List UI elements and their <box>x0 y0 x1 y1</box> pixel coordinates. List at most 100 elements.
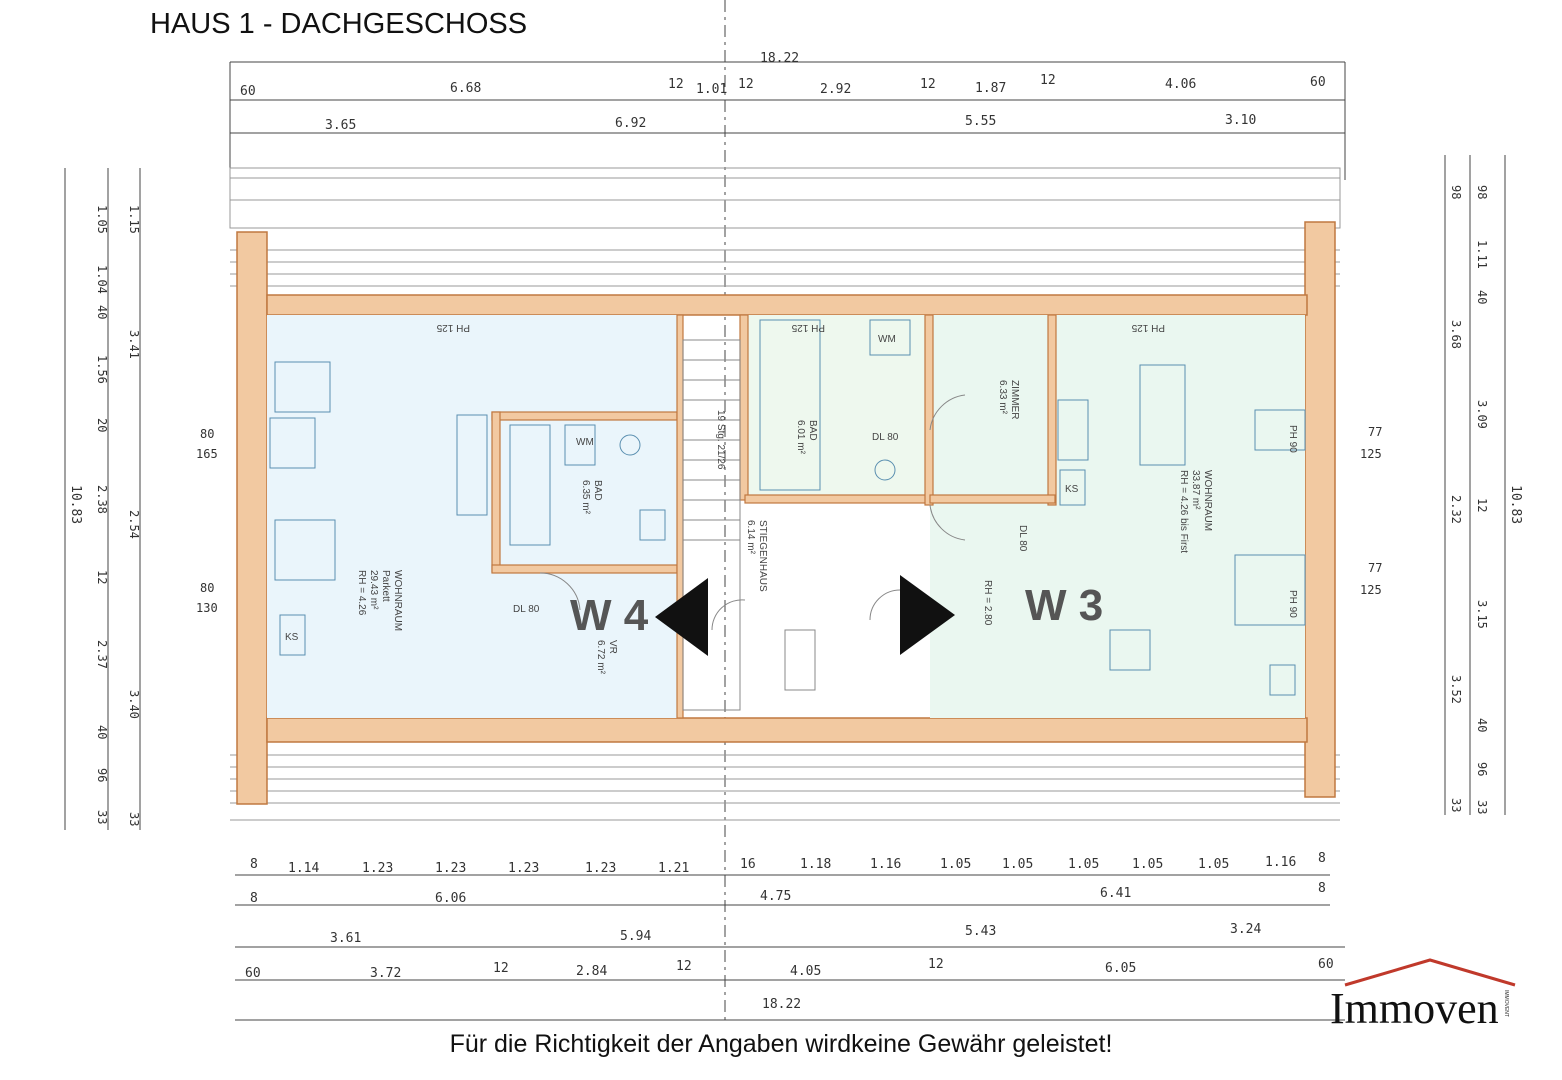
room-w4-wohnraum: WOHNRAUM <box>392 570 403 631</box>
label-stairs: 19 Stg. 21/26 <box>715 410 726 470</box>
room-w4-vr: VR <box>607 640 618 654</box>
dimension-chain-bottom <box>235 874 1345 1021</box>
label-ks-2: KS <box>1065 484 1079 495</box>
unit-w3-label: W 3 <box>1025 581 1103 630</box>
dim-left-i0: 1.05 <box>95 205 109 234</box>
dim-bot-r2-4: 8 <box>1318 881 1326 896</box>
dim-left-i8: 40 <box>95 725 109 739</box>
dim-bot-r2-3: 6.41 <box>1100 886 1131 901</box>
label-dl-2: DL 80 <box>872 432 899 443</box>
dim-bot-r1-16: 8 <box>1318 851 1326 866</box>
dim-left-m3: 3.40 <box>127 690 141 719</box>
room-w4-vr-area: 6.72 m² <box>595 640 606 675</box>
dim-bot-total: 18.22 <box>762 997 801 1012</box>
room-w4-wohnraum-floor: Parkett <box>380 570 391 602</box>
dim-bot-r3-1: 5.94 <box>620 929 651 944</box>
dim-right-m1: 3.68 <box>1449 320 1463 349</box>
dim-left-w3: 130 <box>196 601 218 615</box>
dim-top-r1-9: 4.06 <box>1165 77 1196 92</box>
dim-right-i2: 40 <box>1475 290 1489 304</box>
dim-top-r1-10: 60 <box>1310 75 1326 90</box>
dim-right-outer: 10.83 <box>1508 485 1523 524</box>
dim-bot-r1-7: 16 <box>740 857 756 872</box>
dim-left-i5: 2.38 <box>95 485 109 514</box>
label-ph-90-2: PH 90 <box>1287 590 1298 618</box>
logo-small-text: IMMOVENT <box>1503 990 1509 1017</box>
dim-top-r2-3: 3.10 <box>1225 113 1256 128</box>
room-w4-bad-area: 6.35 m² <box>580 480 591 515</box>
dim-bot-r3-0: 3.61 <box>330 931 361 946</box>
dimension-chain-right <box>1444 155 1506 815</box>
label-wm-1: WM <box>576 437 594 448</box>
fixtures <box>269 319 1306 696</box>
room-w3-zimmer: ZIMMER <box>1009 380 1020 419</box>
unit-w4-label: W 4 <box>570 591 649 640</box>
dim-bot-r4-7: 6.05 <box>1105 961 1136 976</box>
room-stiegenhaus: STIEGENHAUS <box>757 520 768 592</box>
dim-bot-r4-4: 12 <box>676 959 692 974</box>
dim-right-w3: 125 <box>1360 583 1382 597</box>
dim-top-r2-1: 6.92 <box>615 116 646 131</box>
dim-bot-r1-10: 1.05 <box>940 857 971 872</box>
dim-bot-r4-0: 60 <box>245 966 261 981</box>
dim-bot-r4-6: 12 <box>928 957 944 972</box>
dimension-chain-top <box>229 0 1346 1025</box>
dim-left-m0: 1.15 <box>127 205 141 234</box>
dim-left-m1: 3.41 <box>127 330 141 359</box>
dim-bot-r2-2: 4.75 <box>760 889 791 904</box>
dim-top-r1-5: 2.92 <box>820 82 851 97</box>
room-labels: WOHNRAUM Parkett 29.43 m² RH = 4.26 BAD … <box>285 322 1298 675</box>
dim-bot-r1-13: 1.05 <box>1132 857 1163 872</box>
arrow-right-icon <box>900 575 955 655</box>
unit-markers: W 4 W 3 <box>570 575 1103 656</box>
dim-top-r1-1: 6.68 <box>450 81 481 96</box>
dim-right-w2: 77 <box>1368 561 1382 575</box>
dim-top-r1-2: 12 <box>668 77 684 92</box>
dim-bot-r2-0: 8 <box>250 891 258 906</box>
dim-right-i8: 33 <box>1475 800 1489 814</box>
dim-right-i5: 3.15 <box>1475 600 1489 629</box>
dim-bot-r1-11: 1.05 <box>1002 857 1033 872</box>
dim-bot-r1-8: 1.18 <box>800 857 831 872</box>
dim-bot-r2-1: 6.06 <box>435 891 466 906</box>
dim-top-r1-3: 1.01 <box>696 82 727 97</box>
outer-walls <box>236 221 1336 805</box>
dim-bot-r4-8: 60 <box>1318 957 1334 972</box>
dim-bot-r4-3: 2.84 <box>576 964 607 979</box>
dim-right-i4: 12 <box>1475 498 1489 512</box>
dim-left-m2: 2.54 <box>127 510 141 539</box>
dim-right-i6: 40 <box>1475 718 1489 732</box>
disclaimer: Für die Richtigkeit der Angaben wirdkein… <box>449 1030 1113 1058</box>
dim-right-m0: 98 <box>1449 185 1463 199</box>
roof-icon <box>1344 958 1516 987</box>
dim-left-i2: 40 <box>95 305 109 319</box>
dim-left-i6: 12 <box>95 570 109 584</box>
dim-right-m2: 2.32 <box>1449 495 1463 524</box>
interior-walls <box>491 314 1057 719</box>
room-w3-bad: BAD <box>807 420 818 441</box>
dim-right-i7: 96 <box>1475 762 1489 776</box>
page-title: HAUS 1 - DACHGESCHOSS <box>150 8 528 40</box>
dim-bot-r1-1: 1.14 <box>288 861 319 876</box>
dim-bot-r4-1: 3.72 <box>370 966 401 981</box>
logo-text: Immoven <box>1330 984 1499 1033</box>
door-swings <box>539 394 966 631</box>
dim-right-w0: 77 <box>1368 425 1382 439</box>
dim-left-w0: 80 <box>200 427 214 441</box>
dim-top-r2-2: 5.55 <box>965 114 996 129</box>
room-w3-wohnraum: WOHNRAUM <box>1202 470 1213 531</box>
dim-top-r1-7: 1.87 <box>975 81 1006 96</box>
dimension-labels-right: 10.83 98 1.11 40 3.09 12 3.15 40 96 33 9… <box>1360 185 1523 814</box>
room-stiegenhaus-area: 6.14 m² <box>745 520 756 555</box>
dim-left-i1: 1.04 <box>95 265 109 294</box>
dim-top-total: 18.22 <box>760 51 799 66</box>
label-wm-2: WM <box>878 334 896 345</box>
dim-bot-r1-0: 8 <box>250 857 258 872</box>
dim-right-i0: 98 <box>1475 185 1489 199</box>
dimension-labels-left: 10.83 1.05 1.04 40 1.56 20 2.38 12 2.37 … <box>68 205 218 826</box>
dim-left-m4: 33 <box>127 812 141 826</box>
dim-bot-r4-2: 12 <box>493 961 509 976</box>
label-rh: RH = 2.80 <box>982 580 993 626</box>
dim-bot-r3-3: 3.24 <box>1230 922 1261 937</box>
